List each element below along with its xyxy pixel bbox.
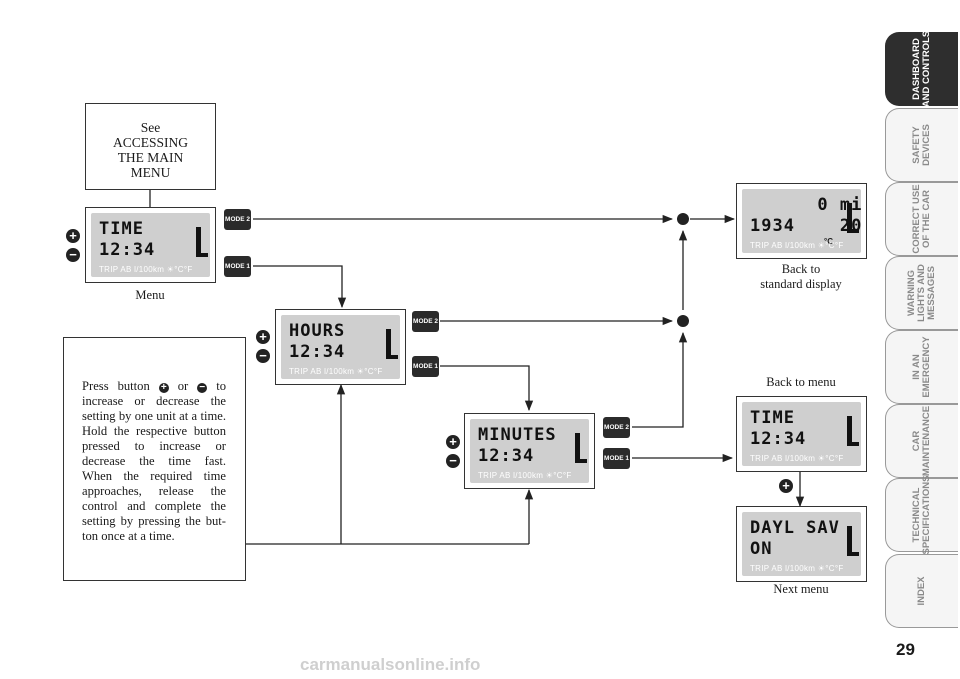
lcd-footer: TRIP AB l/100km ☀°C°F [750, 241, 844, 250]
lcd-line-1: TIME [750, 408, 795, 428]
lcd-footer: TRIP AB l/100km ☀°C°F [478, 471, 572, 480]
menu-display-frame: TIME 12:34 TRIP AB l/100km ☀°C°F [85, 207, 216, 283]
next-menu-display-frame: DAYL SAV ON TRIP AB l/100km ☀°C°F [736, 506, 867, 582]
lcd-line-2: 12:34 [750, 429, 807, 449]
instruction-text-2: or [177, 379, 189, 393]
see-main-menu-note: See ACCESSING THE MAIN MENU [85, 103, 216, 190]
minus-button-icon: − [256, 349, 270, 363]
instruction-text-1: Press button [82, 379, 150, 393]
plus-button-icon: + [779, 479, 793, 493]
tab-label: INDEX [916, 576, 927, 606]
junction-dot [677, 213, 689, 225]
lcd-screen: TIME 12:34 TRIP AB l/100km ☀°C°F [742, 402, 861, 466]
lcd-line-2: 12:34 [289, 342, 346, 362]
tab-car-maintenance[interactable]: CAR MAINTENANCE [885, 404, 958, 478]
lcd-screen: DAYL SAV ON TRIP AB l/100km ☀°C°F [742, 512, 861, 576]
lcd-screen: TIME 12:34 TRIP AB l/100km ☀°C°F [91, 213, 210, 277]
lcd-footer: TRIP AB l/100km ☀°C°F [289, 367, 383, 376]
lcd-line-2: 12:34 [478, 446, 535, 466]
minus-inline-icon: − [197, 383, 208, 393]
mode2-button-icon: MODE 2 [412, 311, 439, 332]
tab-dashboard-and-controls[interactable]: DASHBOARD AND CONTROLS [885, 30, 958, 108]
watermark: carmanualsonline.info [300, 655, 481, 674]
lcd-screen: MINUTES 12:34 TRIP AB l/100km ☀°C°F [470, 419, 589, 483]
plus-inline-icon: + [158, 383, 169, 393]
minus-button-icon: − [446, 454, 460, 468]
tab-label: SAFETY DEVICES [911, 124, 932, 166]
caption-line: standard display [760, 277, 842, 291]
instruction-text: Press button + or − to increase or decre… [82, 379, 226, 544]
tab-safety-devices[interactable]: SAFETY DEVICES [885, 108, 958, 182]
temperature-unit: °C [824, 237, 833, 246]
plus-button-icon: + [256, 330, 270, 344]
lcd-footer: TRIP AB l/100km ☀°C°F [99, 265, 193, 274]
minus-button-icon: − [66, 248, 80, 262]
note-line: ACCESSING [112, 135, 188, 150]
hours-display-frame: HOURS 12:34 TRIP AB l/100km ☀°C°F [275, 309, 406, 385]
minutes-display-frame: MINUTES 12:34 TRIP AB l/100km ☀°C°F [464, 413, 595, 489]
mode1-button-icon: MODE 1 [603, 448, 630, 469]
back-to-standard-caption: Back to standard display [740, 262, 862, 292]
mode2-button-icon: MODE 2 [224, 209, 251, 230]
plus-button-icon: + [66, 229, 80, 243]
menu-caption: Menu [135, 288, 165, 302]
lcd-line-1: DAYL SAV [750, 518, 840, 538]
tab-label: DASHBOARD AND CONTROLS [911, 30, 932, 108]
lcd-line-2: 12:34 [99, 240, 156, 260]
lcd-screen: HOURS 12:34 TRIP AB l/100km ☀°C°F [281, 315, 400, 379]
instruction-text-3: to increase or decrease the setting by o… [82, 379, 226, 543]
lcd-footer: TRIP AB l/100km ☀°C°F [750, 454, 844, 463]
lcd-line-1: MINUTES [478, 425, 557, 445]
tab-in-an-emergency[interactable]: IN AN EMERGENCY [885, 330, 958, 404]
tab-label: IN AN EMERGENCY [911, 336, 932, 398]
tab-label: TECHNICAL SPECIFICATIONS [911, 475, 932, 555]
tab-correct-use[interactable]: CORRECT USE OF THE CAR [885, 182, 958, 256]
mode1-button-icon: MODE 1 [224, 256, 251, 277]
junction-dot [677, 315, 689, 327]
mode1-button-icon: MODE 1 [412, 356, 439, 377]
tab-warning-lights[interactable]: WARNING LIGHTS AND MESSAGES [885, 256, 958, 330]
back-to-menu-caption: Back to menu [766, 375, 836, 389]
plus-button-icon: + [446, 435, 460, 449]
back-menu-display-frame: TIME 12:34 TRIP AB l/100km ☀°C°F [736, 396, 867, 472]
page-number: 29 [896, 640, 915, 659]
lcd-footer: TRIP AB l/100km ☀°C°F [750, 564, 844, 573]
lcd-screen: 0 mi 1934 20 °C TRIP AB l/100km ☀°C°F [742, 189, 861, 253]
tab-label: CAR MAINTENANCE [911, 405, 932, 477]
lcd-line-1: HOURS [289, 321, 346, 341]
mode2-button-icon: MODE 2 [603, 417, 630, 438]
tab-technical-specifications[interactable]: TECHNICAL SPECIFICATIONS [885, 475, 958, 555]
lcd-line-2: 1934 20 [750, 216, 861, 236]
note-line: MENU [130, 165, 171, 180]
tab-label: WARNING LIGHTS AND MESSAGES [906, 264, 937, 322]
lcd-line-2: ON [750, 539, 773, 559]
tab-index[interactable]: INDEX [885, 554, 958, 628]
lcd-line-1: TIME [99, 219, 144, 239]
standard-display-frame: 0 mi 1934 20 °C TRIP AB l/100km ☀°C°F [736, 183, 867, 259]
caption-line: Back to [781, 262, 821, 276]
instruction-box: Press button + or − to increase or decre… [63, 337, 246, 581]
tab-label: CORRECT USE OF THE CAR [911, 184, 932, 254]
next-menu-caption: Next menu [773, 582, 829, 596]
note-line: THE MAIN [117, 150, 184, 165]
note-line: See [140, 120, 161, 135]
lcd-line-1: 0 mi [750, 195, 861, 215]
